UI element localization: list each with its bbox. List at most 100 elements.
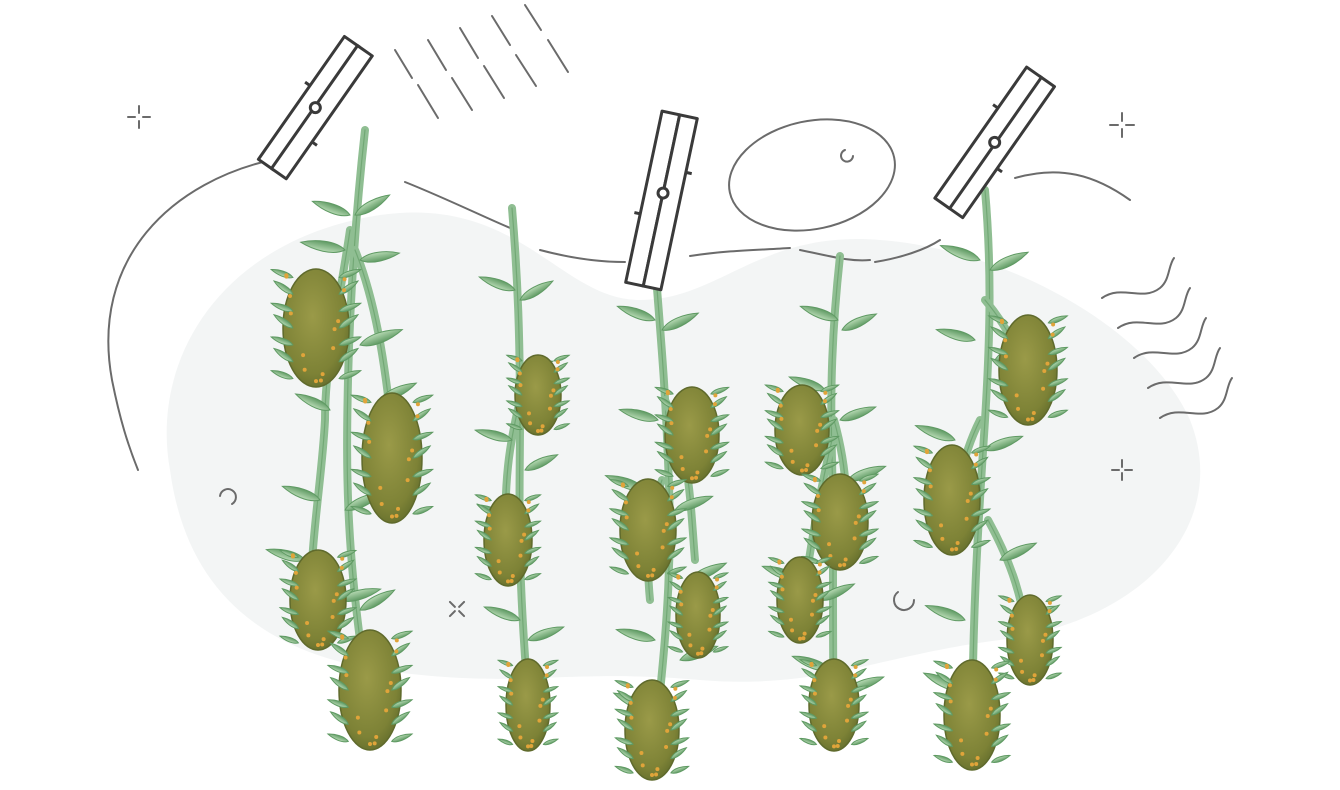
leaf: [839, 406, 877, 422]
leaf: [338, 336, 363, 346]
bud: [774, 384, 830, 476]
leaf: [476, 503, 492, 515]
leaf: [987, 378, 1009, 387]
leaf: [987, 409, 1009, 419]
leaf: [858, 528, 880, 537]
pistil: [1016, 406, 1021, 411]
pistil: [823, 390, 828, 395]
pistil: [809, 661, 814, 666]
pistil: [526, 508, 531, 513]
pistil: [665, 390, 670, 395]
pistil: [1026, 417, 1030, 422]
leaf: [801, 720, 818, 732]
leaf: [858, 537, 877, 550]
leaf: [1045, 672, 1063, 680]
pistil: [988, 706, 993, 711]
leaf: [670, 708, 690, 717]
bud: [923, 444, 981, 556]
pistil: [679, 602, 684, 607]
leaf: [712, 646, 730, 653]
leaf: [496, 686, 514, 693]
leaf: [338, 302, 363, 313]
leaf: [412, 394, 434, 404]
leaf: [329, 711, 350, 725]
pistil: [984, 731, 989, 736]
pistil: [384, 708, 389, 713]
pistil: [802, 631, 807, 636]
leaf: [498, 695, 514, 706]
leaf: [1045, 655, 1061, 667]
leaf: [997, 646, 1015, 654]
leaf: [670, 718, 688, 731]
pistil: [293, 570, 298, 575]
pistil: [284, 273, 289, 278]
leaf: [553, 377, 571, 385]
leaf: [505, 400, 523, 408]
bud: [776, 556, 824, 644]
leaf: [390, 664, 414, 674]
leaf: [614, 765, 634, 774]
leaf: [970, 477, 992, 486]
leaf: [769, 565, 785, 576]
leaf: [496, 712, 514, 719]
leaf: [767, 630, 785, 638]
pistil: [654, 772, 659, 777]
wave-squiggles: [1101, 257, 1233, 419]
leaf: [412, 431, 434, 441]
pistil: [832, 744, 836, 749]
pistil: [668, 406, 673, 411]
leaf: [654, 469, 674, 477]
leaf: [412, 482, 432, 496]
pistil: [710, 608, 715, 613]
leaf: [352, 482, 372, 496]
leaf: [970, 487, 989, 501]
leaf: [932, 660, 954, 669]
leaf: [932, 754, 954, 763]
pistil: [944, 663, 949, 668]
leaf: [338, 370, 363, 380]
pistil: [999, 318, 1004, 323]
pistil: [629, 715, 634, 720]
pistil: [334, 592, 339, 597]
pistil: [555, 367, 560, 372]
pistil: [496, 559, 501, 564]
pistil: [790, 628, 795, 633]
pistil: [813, 593, 818, 598]
leaf: [326, 699, 350, 709]
pistil: [713, 393, 718, 398]
pistil: [660, 545, 665, 550]
pistil: [800, 468, 804, 473]
pistil: [680, 466, 685, 471]
pistil: [985, 714, 990, 719]
pistil: [690, 476, 694, 481]
pistil: [708, 427, 713, 432]
pistil: [545, 664, 550, 669]
bud: [664, 386, 720, 484]
leaf: [666, 517, 685, 531]
pistil: [812, 691, 817, 696]
leaf: [608, 508, 630, 517]
pistil: [1031, 678, 1036, 683]
leaf: [496, 738, 514, 746]
pistil: [515, 357, 520, 362]
leaf: [915, 456, 934, 470]
leaf: [850, 737, 870, 746]
leaf: [666, 537, 688, 546]
pistil: [406, 457, 411, 462]
leaf: [912, 508, 934, 517]
pistil: [1045, 361, 1050, 366]
pistil: [314, 379, 318, 384]
leaf: [769, 589, 785, 601]
leaf: [507, 384, 523, 396]
stem-outline: [971, 189, 991, 761]
pistil: [939, 523, 944, 528]
pistil: [688, 643, 693, 648]
leaf: [336, 587, 355, 601]
pistil: [715, 577, 720, 582]
pistil: [650, 773, 654, 777]
pistil: [294, 585, 299, 590]
leaf: [553, 423, 571, 431]
pistil: [856, 514, 861, 519]
pistil: [288, 311, 293, 316]
